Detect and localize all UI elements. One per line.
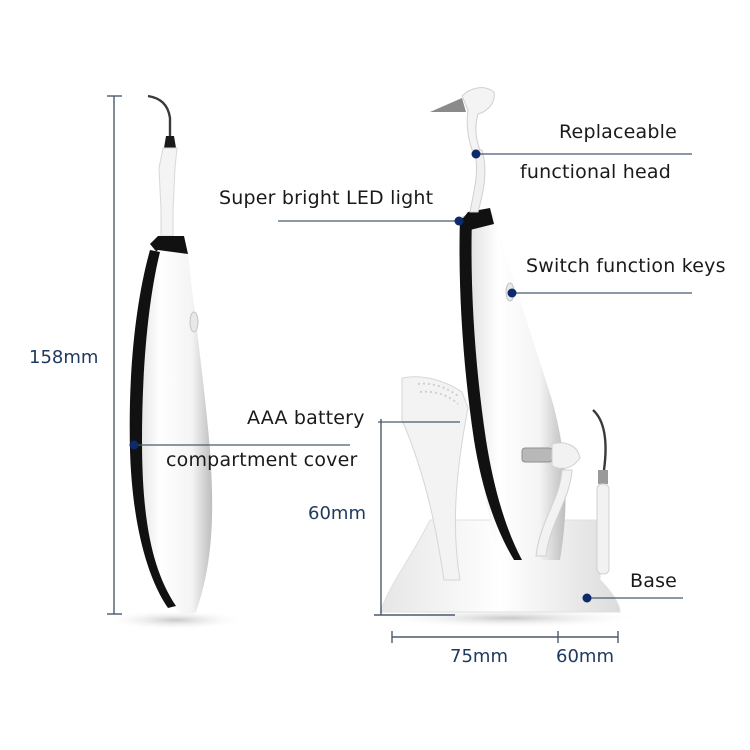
- side-view-handpiece: [105, 94, 245, 630]
- callout-led-light: Super bright LED light: [219, 187, 434, 209]
- callout-battery-cover-line2: compartment cover: [166, 449, 358, 471]
- base-height-label: 60mm: [308, 503, 366, 524]
- dimension-base-height: [374, 419, 455, 616]
- base-front-depth-label: 75mm: [450, 646, 508, 667]
- callout-switch-keys: Switch function keys: [526, 255, 726, 277]
- dimension-base-width: [391, 631, 619, 643]
- callout-replaceable-head-line2: functional head: [520, 161, 672, 183]
- callout-dots: [129, 149, 592, 603]
- dimension-total-length: [107, 95, 122, 615]
- base-rear-depth-label: 60mm: [556, 646, 614, 667]
- total-length-label: 158mm: [29, 347, 99, 368]
- callout-battery-cover-line1: AAA battery: [247, 407, 365, 429]
- callout-replaceable-head-line1: Replaceable: [559, 121, 678, 143]
- leader-lines: [134, 153, 692, 599]
- docked-view: [375, 87, 645, 628]
- callout-base: Base: [630, 570, 678, 592]
